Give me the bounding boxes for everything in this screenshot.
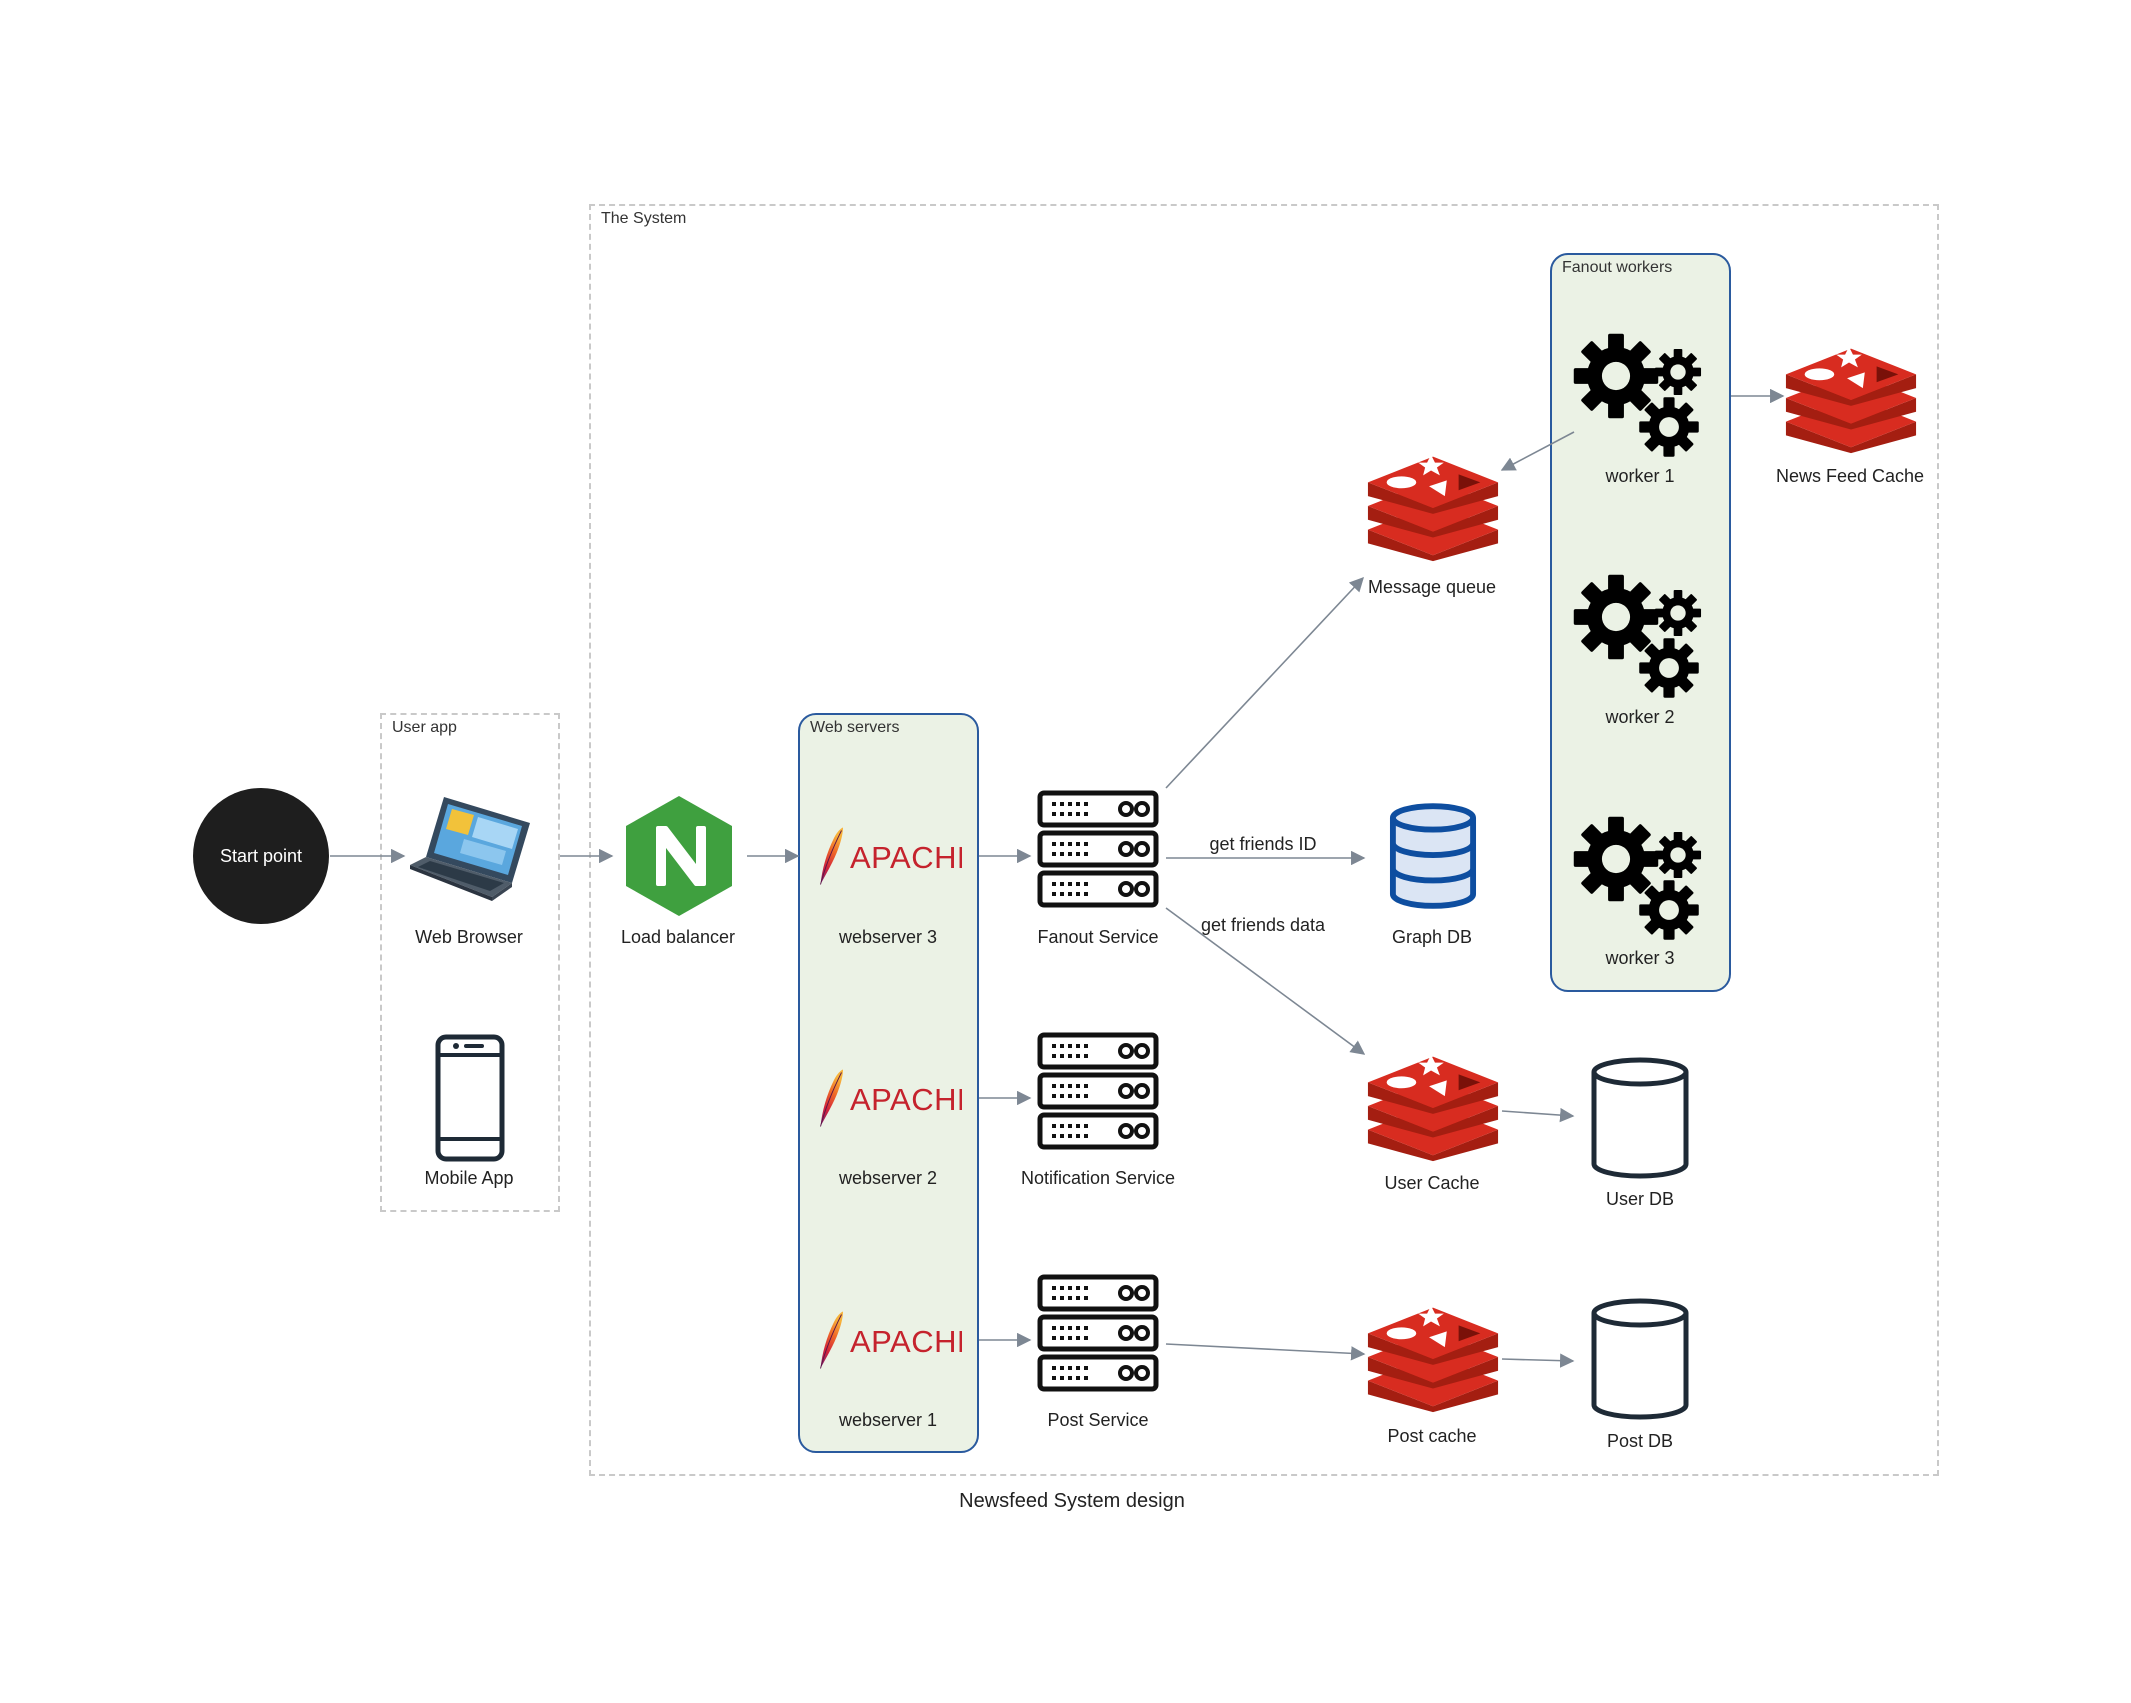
diagram-caption: Newsfeed System design [959,1490,1185,1512]
system-group-label: The System [601,210,687,227]
user-app-group: User app [380,713,560,1212]
webserver-1-node[interactable]: APACHE [816,1308,978,1372]
fanout-service-node[interactable] [1036,789,1160,909]
nginx-icon [626,796,732,916]
server-rack-icon [1036,1273,1160,1393]
message-queue-label: Message queue [1367,577,1497,597]
webserver-2-node[interactable]: APACHE [816,1066,978,1130]
edge-fanout-to-usercache [1165,907,1366,1055]
mobile-app-node[interactable] [434,1033,506,1163]
web-browser-label: Web Browser [415,927,523,947]
news-feed-cache-node[interactable] [1782,336,1920,456]
server-rack-icon [1036,1031,1160,1151]
post-cache-label: Post cache [1387,1426,1477,1446]
webserver-3-label: webserver 3 [838,927,938,947]
gears-icon [1572,815,1702,945]
worker-1-label: worker 1 [1605,466,1675,486]
worker-3-label: worker 3 [1605,948,1675,968]
apache-icon: APACHE [820,1069,978,1127]
message-queue-node[interactable] [1364,444,1502,564]
news-feed-cache-label: News Feed Cache [1775,466,1925,486]
database-icon [1389,801,1477,911]
redis-icon [1367,454,1499,562]
post-db-node[interactable] [1590,1296,1690,1422]
edge-label-get-friends-id: get friends ID [1209,834,1317,854]
graph-db-node[interactable] [1389,801,1477,911]
graph-db-label: Graph DB [1391,927,1473,947]
user-cache-node[interactable] [1364,1044,1502,1164]
apache-icon: APACHE [820,1311,978,1369]
user-db-node[interactable] [1590,1055,1690,1181]
gears-icon [1572,332,1702,462]
notification-service-label: Notification Service [1020,1168,1176,1188]
web-servers-group: Web servers [798,713,979,1453]
worker-2-node[interactable] [1572,573,1702,703]
user-cache-label: User Cache [1384,1173,1480,1193]
load-balancer-label: Load balancer [620,927,736,947]
redis-icon [1785,346,1917,454]
web-servers-group-label: Web servers [810,719,900,736]
system-group: The System [589,204,1939,1476]
gears-icon [1572,573,1702,703]
cylinder-icon [1590,1296,1690,1422]
edge-fanout-to-mq [1165,576,1364,789]
worker-3-node[interactable] [1572,815,1702,945]
notification-service-node[interactable] [1036,1031,1160,1151]
post-service-label: Post Service [1047,1410,1149,1430]
post-service-node[interactable] [1036,1273,1160,1393]
user-db-label: User DB [1605,1189,1675,1209]
svg-text:APACHE: APACHE [850,840,962,875]
edge-usercache-to-userdb [1501,1107,1575,1123]
edge-postcache-to-postdb [1501,1353,1575,1368]
server-rack-icon [1036,789,1160,909]
worker-2-label: worker 2 [1605,707,1675,727]
svg-text:APACHE: APACHE [850,1324,962,1359]
post-cache-node[interactable] [1364,1295,1502,1415]
start-point[interactable]: Start point [193,788,329,924]
webserver-1-label: webserver 1 [838,1410,938,1430]
edge-worker1-to-mq [1500,431,1575,471]
cylinder-icon [1590,1055,1690,1181]
laptop-icon [410,797,530,901]
webserver-3-node[interactable]: APACHE [816,824,978,888]
worker-1-node[interactable] [1572,332,1702,462]
user-app-group-label: User app [392,719,457,736]
webserver-2-label: webserver 2 [838,1168,938,1188]
edge-label-get-friends-data: get friends data [1200,915,1326,935]
load-balancer-node[interactable] [624,794,734,918]
redis-icon [1367,1305,1499,1413]
fanout-service-label: Fanout Service [1037,927,1159,947]
fanout-workers-group-label: Fanout workers [1562,259,1673,276]
start-point-label: Start point [219,845,303,866]
mobile-app-label: Mobile App [424,1168,514,1188]
apache-icon: APACHE [820,827,978,885]
web-browser-node[interactable] [408,795,532,901]
mobile-phone-icon [435,1034,505,1162]
post-db-label: Post DB [1606,1431,1674,1451]
edge-post-to-postcache [1165,1343,1366,1361]
svg-text:APACHE: APACHE [850,1082,962,1117]
redis-icon [1367,1054,1499,1162]
